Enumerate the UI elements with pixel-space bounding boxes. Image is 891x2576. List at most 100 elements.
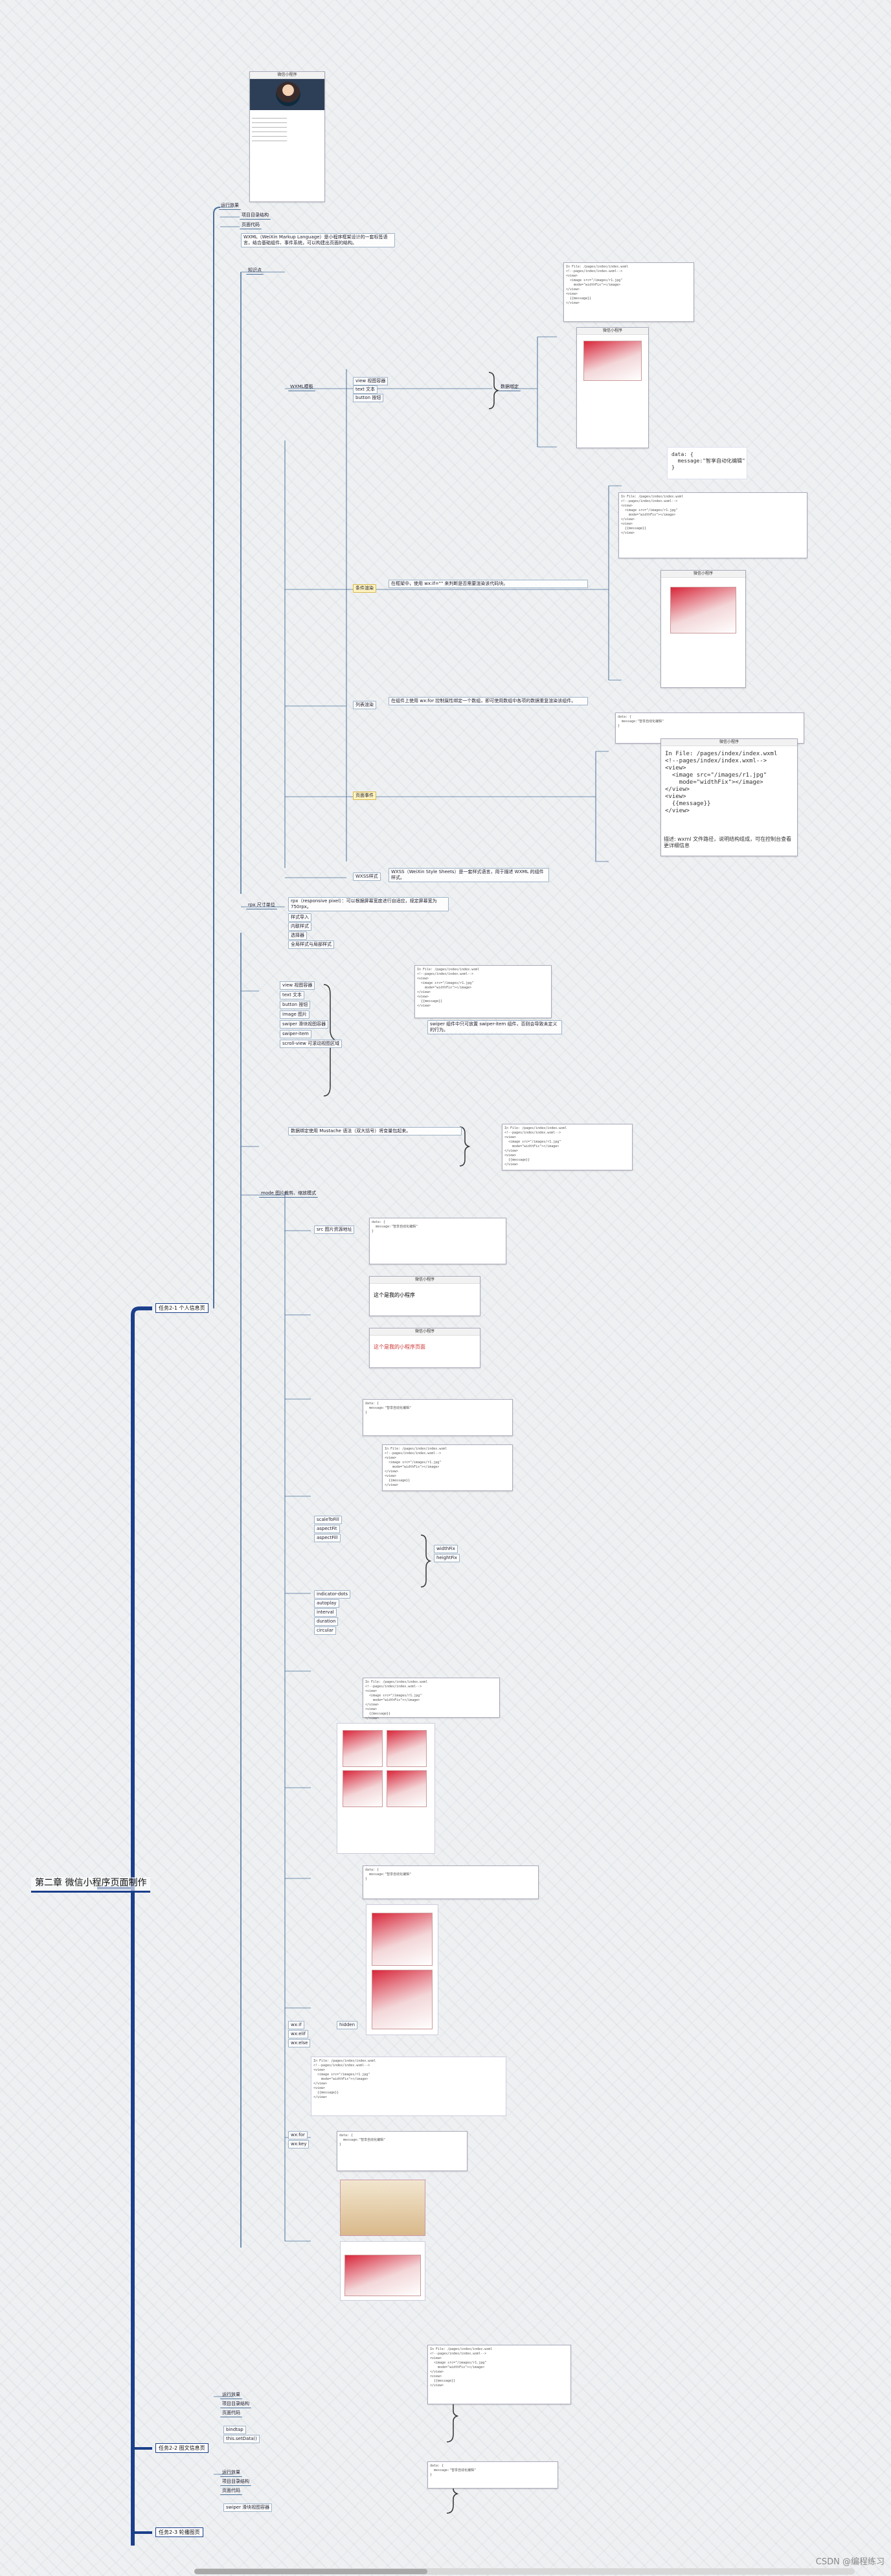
code-snippet-3: data: { message:"智享自动化编辑" } xyxy=(618,715,664,728)
component-view[interactable]: view 视图容器 xyxy=(280,981,315,990)
node-data-binding[interactable]: 数据绑定 xyxy=(499,383,521,391)
node-wx-key[interactable]: wx:key xyxy=(288,2140,310,2149)
component-swiper[interactable]: swiper 滑块视图容器 xyxy=(280,1020,329,1029)
node-circular[interactable]: circular xyxy=(314,1626,336,1635)
phone-screenshot-1: 微信小程序 xyxy=(576,327,649,448)
code-screenshot-11: In File: /pages/index/index.wxml <!--pag… xyxy=(427,2345,571,2404)
profile-header xyxy=(250,79,324,110)
node-run-effect[interactable]: 运行效果 xyxy=(219,202,241,210)
banner-image-1 xyxy=(340,2180,425,2236)
node-text[interactable]: text 文本 xyxy=(353,385,378,394)
chapter-node-3[interactable]: 任务2-3 轮播图页 xyxy=(155,2527,203,2537)
node-button[interactable]: button 按钮 xyxy=(353,394,384,402)
phone-screenshot-2: 微信小程序 xyxy=(660,570,746,688)
phone-text-a: 这个是我的小程序 xyxy=(374,1292,415,1298)
component-swiper-item[interactable]: swiper-item xyxy=(280,1030,311,1038)
node-interval[interactable]: interval xyxy=(314,1608,337,1617)
ch3-node-swiper[interactable]: swiper 滑块视图容器 xyxy=(223,2503,273,2512)
ch2-node-setdata[interactable]: this.setData() xyxy=(223,2435,260,2443)
avatar xyxy=(276,82,300,106)
node-mode-scaletofill[interactable]: scaleToFill xyxy=(314,1516,342,1524)
code-snippet-1: In File: /pages/index/index.wxml <!--pag… xyxy=(566,265,629,305)
node-inline-style[interactable]: 内联样式 xyxy=(288,922,311,931)
devtools-screenshot: In File: /pages/index/index.wxml <!--pag… xyxy=(414,965,552,1018)
node-selector[interactable]: 选择器 xyxy=(288,931,307,940)
component-button[interactable]: button 按钮 xyxy=(280,1001,311,1009)
ch2-node-directory[interactable]: 项目目录结构 xyxy=(220,2400,251,2408)
ch2-node-page-code[interactable]: 页面代码 xyxy=(220,2410,242,2417)
phone-screenshot-3: 微信小程序 In File: /pages/index/index.wxml <… xyxy=(660,738,798,856)
component-text[interactable]: text 文本 xyxy=(280,991,305,999)
node-hidden[interactable]: hidden xyxy=(337,2021,358,2029)
node-wxml-template[interactable]: WXML模板 xyxy=(288,383,315,391)
phone-text-screenshot-2: 微信小程序 这个是我的小程序页面 xyxy=(369,1328,480,1368)
node-wx-else[interactable]: wx:else xyxy=(288,2039,311,2047)
node-global-style[interactable]: 全局样式与局部样式 xyxy=(288,940,334,949)
gallery-img-3 xyxy=(343,1770,383,1807)
node-image-mode[interactable]: mode 图片裁剪、缩放模式 xyxy=(259,1190,319,1198)
gallery-img-1 xyxy=(343,1730,383,1767)
node-rpx[interactable]: rpx 尺寸单位 xyxy=(246,902,277,909)
code-screenshot-2: In File: /pages/index/index.wxml <!--pag… xyxy=(618,492,807,558)
chapter-node-2[interactable]: 任务2-2 图文信息页 xyxy=(155,2443,209,2453)
gallery-img-2 xyxy=(387,1730,427,1767)
node-conditional[interactable]: 条件渲染 xyxy=(353,584,376,593)
node-view[interactable]: view 视图容器 xyxy=(353,377,389,385)
node-style-import[interactable]: 样式导入 xyxy=(288,913,311,922)
node-wx-for[interactable]: wx:for xyxy=(288,2131,308,2139)
watermark: CSDN @编程练习 xyxy=(815,2557,885,2567)
banner-page-2 xyxy=(340,2241,425,2301)
node-knowledge[interactable]: 知识点 xyxy=(246,267,264,275)
phone-title-5: 微信小程序 xyxy=(370,1277,480,1284)
component-image[interactable]: image 图片 xyxy=(280,1010,310,1019)
note-data-binding: 数据绑定使用 Mustache 语法（双大括号）将变量包起来。 xyxy=(288,1127,462,1135)
ch3-node-directory[interactable]: 项目目录结构 xyxy=(220,2478,251,2486)
code-snippet-4: In File: /pages/index/index.wxml <!--pag… xyxy=(504,1126,567,1167)
code-snippet-12: data: { message:"智享自动化编辑" } xyxy=(430,2464,477,2477)
node-list-render[interactable]: 列表渲染 xyxy=(353,701,376,709)
ch2-node-run-effect[interactable]: 运行效果 xyxy=(220,2391,242,2399)
code-screenshot-12: data: { message:"智享自动化编辑" } xyxy=(427,2461,558,2489)
chapter-node-1[interactable]: 任务2-1 个人信息页 xyxy=(155,1303,209,1313)
node-page-event[interactable]: 页面事件 xyxy=(353,792,376,800)
component-scroll-view[interactable]: scroll-view 可滚动视图区域 xyxy=(280,1040,343,1048)
code-snippet-6: data: { message:"智享自动化编辑" } xyxy=(365,1402,412,1415)
horizontal-scrollbar[interactable] xyxy=(194,2568,855,2575)
code-screenshot-1: In File: /pages/index/index.wxml <!--pag… xyxy=(563,262,694,322)
brace-4 xyxy=(420,1534,432,1588)
note-wxml: WXML（WeiXin Markup Language）是小程序框架设计的一套标… xyxy=(241,233,395,247)
node-mode-heightfix[interactable]: heightFix xyxy=(434,1554,460,1562)
ch3-node-run-effect[interactable]: 运行效果 xyxy=(220,2469,242,2477)
node-indicator-dots[interactable]: indicator-dots xyxy=(314,1590,351,1599)
table-snippet: In File: /pages/index/index.wxml <!--pag… xyxy=(313,2059,376,2099)
phone-text-screenshot-1: 微信小程序 这个是我的小程序 xyxy=(369,1276,480,1316)
code-snippet-2: In File: /pages/index/index.wxml <!--pag… xyxy=(621,495,684,535)
phone-text-b: 这个是我的小程序页面 xyxy=(374,1344,425,1350)
brace-1 xyxy=(488,372,500,409)
node-duration[interactable]: duration xyxy=(314,1617,339,1626)
code-snippet-10: data: { message:"智享自动化编辑" } xyxy=(339,2134,386,2147)
node-wx-elif[interactable]: wx:elif xyxy=(288,2030,308,2038)
node-autoplay[interactable]: autoplay xyxy=(314,1599,339,1608)
node-mode-aspectfill[interactable]: aspectFill xyxy=(314,1534,341,1542)
node-wxss[interactable]: WXSS样式 xyxy=(353,872,381,881)
note-wxss: WXSS（WeiXin Style Sheets）是一套样式语言，用于描述 WX… xyxy=(389,868,549,882)
code-screenshot-5: data: { message:"智享自动化编辑" } xyxy=(369,1218,506,1264)
code-screenshot-10: data: { message:"智享自动化编辑" } xyxy=(337,2131,468,2171)
note-list: 在组件上使用 wx:for 控制属性绑定一个数组，即可使用数组中各项的数据重复渲… xyxy=(389,697,588,705)
node-image-src[interactable]: src 图片资源地址 xyxy=(314,1225,355,1234)
ch2-node-bindtap[interactable]: bindtap xyxy=(223,2426,246,2434)
ch3-node-page-code[interactable]: 页面代码 xyxy=(220,2487,242,2495)
phone-title-2: 微信小程序 xyxy=(577,328,648,335)
node-page-code[interactable]: 页面代码 xyxy=(240,222,262,229)
scrollbar-thumb[interactable] xyxy=(194,2569,427,2574)
file-caption: 描述: wxml 文件路径，说明结构组成，可在控制台查看更详细信息 xyxy=(664,836,792,849)
product-image xyxy=(583,341,642,381)
node-directory[interactable]: 项目目录结构 xyxy=(240,212,271,220)
node-wx-if[interactable]: wx:if xyxy=(288,2021,304,2029)
code-snippet-8: In File: /pages/index/index.wxml <!--pag… xyxy=(365,1680,428,1720)
node-mode-aspectfit[interactable]: aspectFit xyxy=(314,1525,340,1533)
node-mode-widthfix[interactable]: widthFix xyxy=(434,1545,458,1553)
central-topic[interactable]: 第二章 微信小程序页面制作 xyxy=(31,1877,151,1893)
